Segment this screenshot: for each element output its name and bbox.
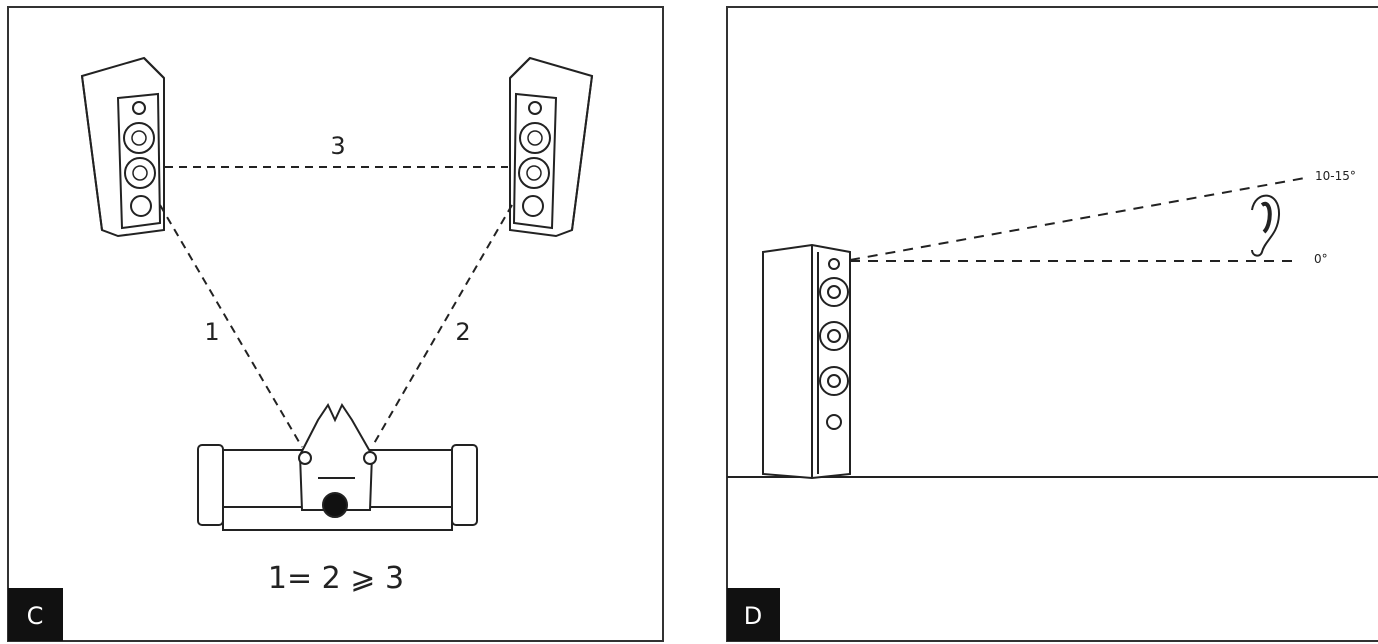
panel-c: 3 1 2 1= 2 ⩾ 3 C [7, 6, 664, 642]
distance-2-label: 2 [455, 318, 470, 346]
panel-d-badge [727, 588, 780, 641]
angle-high-label: 10-15° [1315, 169, 1356, 183]
ear-icon [1251, 194, 1281, 257]
distance-1-line [159, 204, 303, 448]
panel-c-label: C [27, 602, 44, 630]
sofa-with-listener-icon [197, 402, 478, 531]
angle-zero-label: 0° [1314, 252, 1328, 266]
distance-2-line [371, 204, 513, 448]
side-speaker-icon [762, 243, 851, 480]
panel-d-label: D [744, 602, 762, 630]
distance-formula: 1= 2 ⩾ 3 [268, 561, 404, 596]
panel-c-badge [8, 588, 63, 641]
angle-high-line [849, 177, 1306, 261]
distance-3-label: 3 [330, 132, 345, 160]
distance-1-label: 1 [204, 318, 219, 346]
panel-d: 10-15° 0° D [726, 6, 1378, 642]
